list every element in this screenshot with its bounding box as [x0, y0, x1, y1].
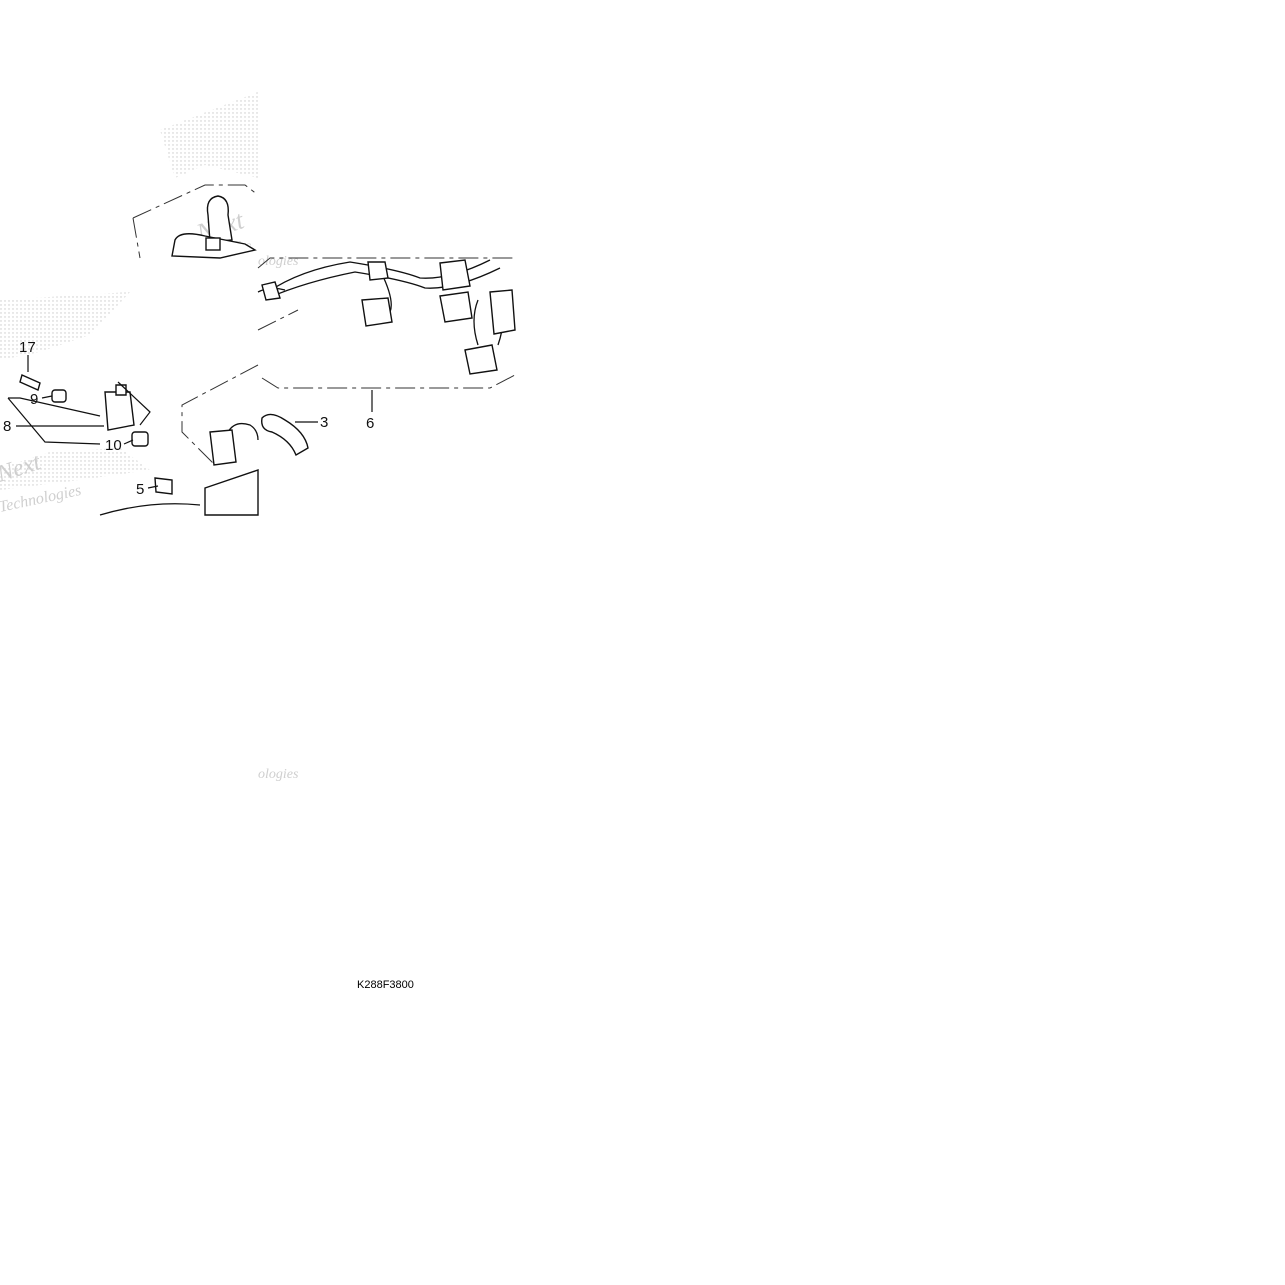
- connector-i: [204, 469, 259, 516]
- collar-9: [51, 389, 67, 403]
- callout-5: 5: [136, 481, 144, 498]
- connector-g: [261, 281, 281, 301]
- diagram-code: K288F3800: [357, 979, 414, 991]
- callout-8: 8: [3, 418, 11, 435]
- connector-c: [361, 297, 393, 327]
- connector-a: [367, 261, 389, 281]
- sensor-assembly: [19, 374, 173, 495]
- elbow-hose: [261, 413, 309, 457]
- sensor-8: [104, 391, 135, 431]
- callout-9: 9: [30, 391, 38, 408]
- upper-component: [171, 195, 257, 259]
- lower-harness: [99, 422, 259, 516]
- watermark-ologies-2: ologies: [258, 767, 299, 782]
- callout-numbers: 17 9 8 10 5 3 6: [3, 339, 374, 498]
- watermark-ologies-1: ologies: [258, 254, 299, 269]
- callout-17: 17: [19, 339, 36, 356]
- watermark-shading: [0, 92, 258, 490]
- connector-b: [439, 259, 471, 291]
- wire-harness: [257, 259, 516, 375]
- connector-d: [439, 291, 473, 323]
- grommet-10: [131, 431, 149, 447]
- connector-f: [464, 344, 498, 375]
- connector-h: [209, 429, 237, 466]
- bolt-17: [19, 374, 41, 391]
- leader-lines: [7, 355, 373, 489]
- callout-6: 6: [366, 415, 374, 432]
- callout-10: 10: [105, 437, 122, 454]
- connector-e: [489, 289, 516, 335]
- clamp-5: [154, 477, 173, 495]
- dashed-outlines: [132, 184, 516, 466]
- callout-3: 3: [320, 414, 328, 431]
